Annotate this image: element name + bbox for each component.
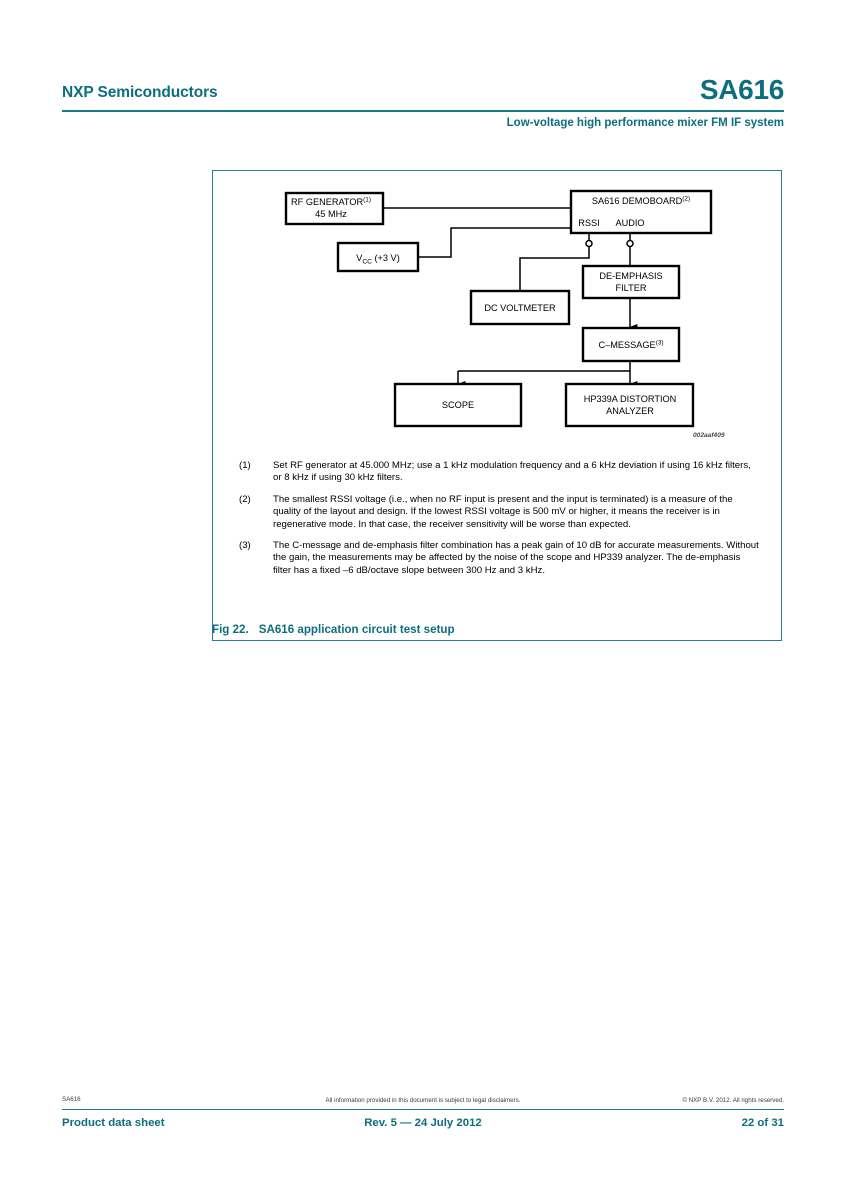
figure-footnotes: (1) Set RF generator at 45.000 MHz; use … <box>239 460 759 586</box>
block-hp339a-analyzer: HP339A DISTORTION ANALYZER <box>564 382 695 428</box>
footer-divider <box>62 1109 784 1111</box>
de-emphasis-label-line1: DE-EMPHASIS <box>599 271 662 281</box>
company-name: NXP Semiconductors <box>62 84 218 101</box>
block-sa616-demoboard: SA616 DEMOBOARD(2) RSSI AUDIO <box>569 189 713 248</box>
rf-generator-label-line2: 45 MHz <box>315 209 347 219</box>
block-c-message: C–MESSAGE(3) <box>581 326 681 363</box>
scope-label: SCOPE <box>442 400 474 410</box>
demoboard-label: SA616 DEMOBOARD <box>592 196 683 206</box>
document-subtitle: Low-voltage high performance mixer FM IF… <box>506 117 784 129</box>
rf-generator-footnote-ref: (1) <box>363 197 371 204</box>
footer-doc-type: Product data sheet <box>62 1117 165 1129</box>
c-message-label: C–MESSAGE <box>599 340 656 350</box>
block-vcc-supply: VCC (+3 V) <box>336 241 420 273</box>
wire-rssi-to-voltmeter <box>519 247 590 291</box>
part-number-title: SA616 <box>699 74 784 105</box>
demoboard-terminal-audio: AUDIO <box>615 218 644 228</box>
block-scope: SCOPE <box>393 382 523 428</box>
footnote-3-number: (3) <box>239 540 251 552</box>
footer-revision: Rev. 5 — 24 July 2012 <box>364 1117 482 1129</box>
vcc-voltage: (+3 V) <box>372 253 400 263</box>
footer-page-number: 22 of 31 <box>741 1117 784 1129</box>
figure-caption: Fig 22. SA616 application circuit test s… <box>212 614 781 640</box>
audio-terminal-dot <box>626 239 634 248</box>
footnote-1: (1) Set RF generator at 45.000 MHz; use … <box>239 460 759 485</box>
page-header: NXP Semiconductors SA616 Low-voltage hig… <box>62 74 784 140</box>
footer-part-number: SA616 <box>62 1096 81 1103</box>
footer-copyright: © NXP B.V. 2012. All rights reserved. <box>682 1097 784 1104</box>
svg-text:RF GENERATOR(1): RF GENERATOR(1) <box>291 197 371 207</box>
hp339a-label-line2: ANALYZER <box>606 406 654 416</box>
header-divider <box>62 110 784 112</box>
block-de-emphasis-filter: DE-EMPHASIS FILTER <box>581 264 681 300</box>
block-diagram: RF GENERATOR(1) 45 MHz SA616 DEMOBOARD(2… <box>213 171 783 447</box>
block-dc-voltmeter: DC VOLTMETER <box>469 289 571 326</box>
page-footer: SA616 All information provided in this d… <box>62 1095 784 1145</box>
diagram-arrows <box>457 298 638 387</box>
figure-22-container: RF GENERATOR(1) 45 MHz SA616 DEMOBOARD(2… <box>212 170 782 641</box>
figure-caption-label: Fig 22. <box>212 623 249 636</box>
svg-text:SA616 DEMOBOARD(2): SA616 DEMOBOARD(2) <box>592 196 690 206</box>
footnote-3: (3) The C-message and de-emphasis filter… <box>239 540 759 577</box>
figure-caption-text: SA616 application circuit test setup <box>258 623 455 636</box>
c-message-footnote-ref: (3) <box>656 340 664 347</box>
svg-text:VCC (+3 V): VCC (+3 V) <box>356 253 400 266</box>
footnote-2-number: (2) <box>239 493 251 505</box>
wire-vcc-to-demoboard <box>418 227 571 258</box>
figure-id-code: 002aaf409 <box>693 432 725 439</box>
vcc-label: V <box>356 253 363 263</box>
svg-text:C–MESSAGE(3): C–MESSAGE(3) <box>599 340 664 350</box>
footnote-2: (2) The smallest RSSI voltage (i.e., whe… <box>239 494 759 531</box>
footnote-2-text: The smallest RSSI voltage (i.e., when no… <box>273 493 733 530</box>
de-emphasis-label-line2: FILTER <box>616 283 647 293</box>
footnote-1-text: Set RF generator at 45.000 MHz; use a 1 … <box>273 460 751 484</box>
demoboard-terminal-rssi: RSSI <box>578 218 599 228</box>
block-rf-generator: RF GENERATOR(1) 45 MHz <box>284 191 385 226</box>
footnote-3-text: The C-message and de-emphasis filter com… <box>273 540 759 576</box>
vcc-subscript: CC <box>362 259 372 266</box>
rf-generator-label-line1: RF GENERATOR <box>291 197 364 207</box>
demoboard-footnote-ref: (2) <box>682 196 690 203</box>
hp339a-label-line1: HP339A DISTORTION <box>584 394 677 404</box>
rssi-terminal-dot <box>585 239 593 248</box>
dc-voltmeter-label: DC VOLTMETER <box>484 303 556 313</box>
diagram-wires <box>383 207 631 291</box>
footnote-1-number: (1) <box>239 460 251 471</box>
footer-disclaimer: All information provided in this documen… <box>325 1097 521 1104</box>
